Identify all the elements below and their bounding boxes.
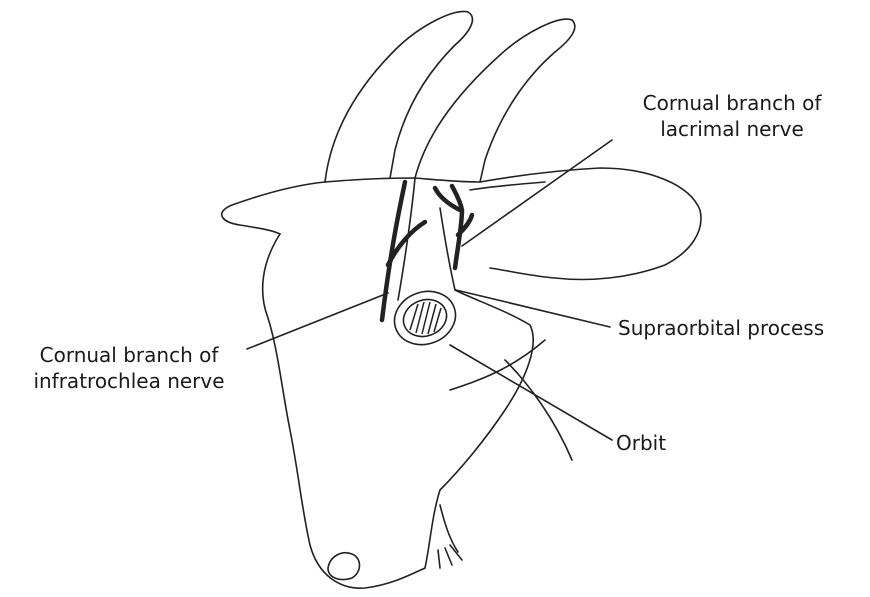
orbit-hatching bbox=[410, 302, 441, 334]
label-lacrimal-nerve: Cornual branch of lacrimal nerve bbox=[612, 90, 852, 142]
right-face-contour bbox=[425, 290, 533, 568]
label-orbit: Orbit bbox=[616, 430, 666, 456]
label-lacrimal-line1: Cornual branch of bbox=[612, 90, 852, 116]
label-supraorbital-process: Supraorbital process bbox=[618, 315, 824, 341]
label-supraorbital-text: Supraorbital process bbox=[618, 315, 824, 341]
forehead-detail bbox=[470, 182, 545, 190]
beard bbox=[438, 505, 462, 568]
leader-supraorbital bbox=[456, 290, 610, 327]
label-orbit-text: Orbit bbox=[616, 430, 666, 456]
label-infratrochlea-line2: infratrochlea nerve bbox=[4, 368, 254, 394]
left-ear bbox=[222, 182, 325, 234]
label-infratrochlea-nerve: Cornual branch of infratrochlea nerve bbox=[4, 342, 254, 394]
nostril bbox=[328, 553, 360, 580]
cheek-line bbox=[450, 340, 545, 390]
label-infratrochlea-line1: Cornual branch of bbox=[4, 342, 254, 368]
leader-lacrimal bbox=[462, 140, 612, 246]
orbit-inner bbox=[398, 294, 452, 343]
leader-orbit bbox=[450, 345, 612, 440]
label-lacrimal-line2: lacrimal nerve bbox=[612, 116, 852, 142]
poll-line bbox=[325, 178, 480, 182]
lacrimal-nerve bbox=[452, 186, 462, 268]
right-horn bbox=[415, 19, 575, 182]
left-horn bbox=[325, 11, 472, 182]
